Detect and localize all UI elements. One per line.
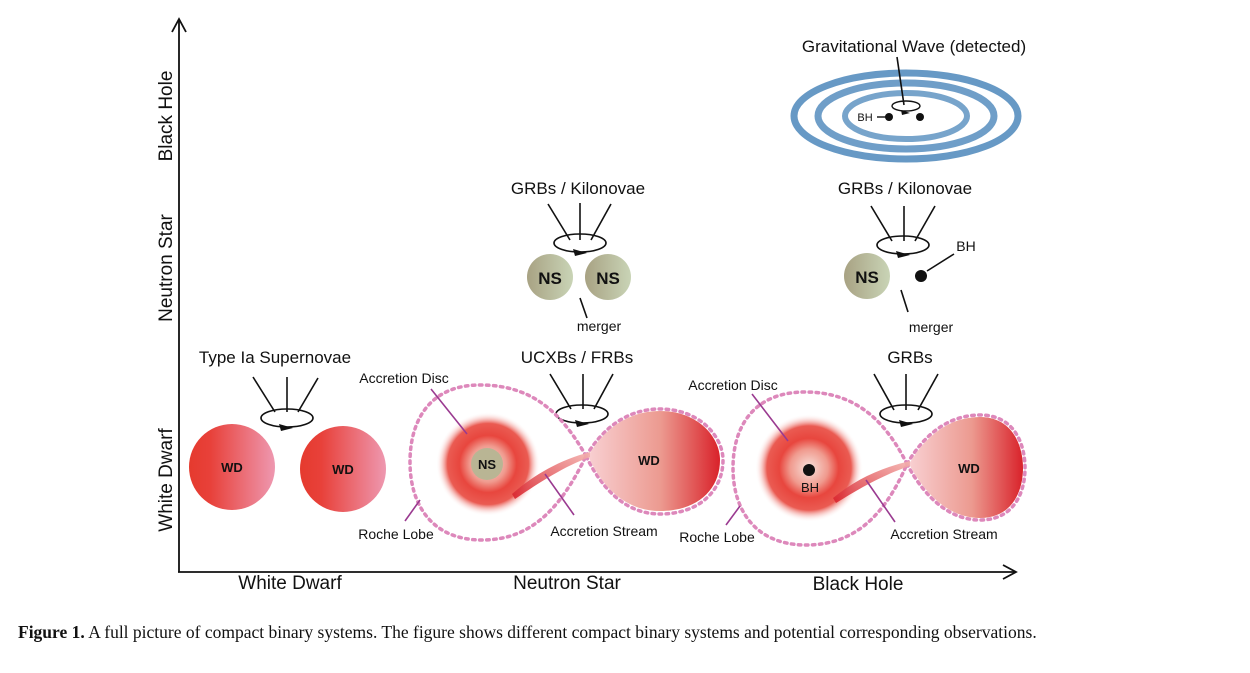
observation-label: UCXBs / FRBs [521, 348, 633, 367]
gw-pointer [896, 56, 905, 106]
bh-label: BH [956, 238, 975, 254]
orbit-icon [260, 408, 314, 431]
caption-text: A full picture of compact binary systems… [88, 622, 1037, 642]
star-label: WD [638, 453, 660, 468]
x-axis-label-neutron-star: Neutron Star [513, 573, 621, 594]
emission-rays-icon [252, 376, 319, 413]
gravitational-wave-rings [790, 69, 1022, 163]
label-accretion-stream: Accretion Stream [890, 526, 997, 542]
orbit-icon [879, 404, 933, 427]
star-label: WD [221, 460, 243, 475]
accretion-stream [512, 452, 590, 499]
label-roche-lobe: Roche Lobe [679, 529, 755, 545]
system-ns-bh: GRBs / Kilonovae NS BH merger [838, 179, 976, 335]
system-bh-bh: Gravitational Wave (detected) BH [790, 37, 1026, 163]
roche-lobe [408, 383, 725, 542]
system-ns-wd: UCXBs / FRBs WD NS Accretion Disc Roche … [358, 348, 725, 542]
observation-label: GRBs [887, 348, 932, 367]
roche-lobe [731, 390, 1027, 547]
orbit-icon [553, 233, 607, 256]
star-label: WD [332, 462, 354, 477]
emission-rays-icon [870, 205, 936, 242]
event-label: merger [577, 318, 622, 334]
black-hole-dot [915, 270, 927, 282]
system-ns-ns: GRBs / Kilonovae NS NS merger [511, 179, 645, 334]
black-hole-dot-b [916, 113, 924, 121]
black-hole-dot-a [885, 113, 893, 121]
emission-rays-icon [873, 373, 939, 411]
label-accretion-stream: Accretion Stream [550, 523, 657, 539]
system-bh-wd: GRBs WD BH Accretion Disc Roche Lobe Acc… [679, 348, 1027, 547]
star-neutron-star [471, 448, 503, 480]
accretion-stream [833, 461, 910, 503]
orbit-icon [891, 100, 921, 115]
bh-pointer [926, 253, 955, 272]
bh-label: BH [857, 112, 872, 124]
event-label: merger [909, 319, 954, 335]
y-axis-label-white-dwarf: White Dwarf [156, 428, 177, 532]
y-axis-label-neutron-star: Neutron Star [156, 213, 177, 321]
x-axis [178, 564, 1018, 580]
donor-white-dwarf [588, 411, 720, 511]
label-accretion-disc: Accretion Disc [359, 370, 448, 386]
orbit-icon [876, 235, 930, 258]
observation-label: Type Ia Supernovae [199, 348, 351, 367]
leader-lines [404, 388, 575, 522]
star-label: BH [801, 480, 819, 495]
star-label: NS [478, 457, 496, 472]
star-neutron-star-b [585, 254, 631, 300]
figure-caption: Figure 1. A full picture of compact bina… [18, 620, 1226, 644]
star-neutron-star-a [527, 254, 573, 300]
observation-label: Gravitational Wave (detected) [802, 37, 1026, 56]
x-axis-label-black-hole: Black Hole [813, 574, 904, 595]
x-axis-arrow-icon [1002, 564, 1018, 580]
merger-pointer [579, 297, 588, 319]
label-roche-lobe: Roche Lobe [358, 526, 434, 542]
observation-label: GRBs / Kilonovae [511, 179, 645, 198]
compact-binary-diagram: White Dwarf Neutron Star Black Hole Whit… [156, 17, 1027, 595]
star-neutron-star [844, 253, 890, 299]
system-wd-wd: Type Ia Supernovae WD WD [189, 348, 386, 512]
y-axis [171, 17, 187, 572]
label-accretion-disc: Accretion Disc [688, 377, 777, 393]
emission-rays-icon [549, 373, 614, 410]
leader-lines [725, 393, 896, 526]
donor-white-dwarf [909, 417, 1023, 518]
x-axis-label-white-dwarf: White Dwarf [238, 573, 342, 594]
caption-label: Figure 1. [18, 622, 85, 642]
star-white-dwarf-a [189, 424, 275, 510]
star-white-dwarf-b [300, 426, 386, 512]
y-axis-arrow-icon [171, 17, 187, 33]
observation-label: GRBs / Kilonovae [838, 179, 972, 198]
y-axis-label-black-hole: Black Hole [156, 71, 177, 162]
black-hole-dot [803, 464, 815, 476]
star-label: NS [855, 268, 879, 287]
star-label: WD [958, 461, 980, 476]
merger-pointer [900, 289, 909, 313]
star-label: NS [538, 269, 562, 288]
star-label: NS [596, 269, 620, 288]
